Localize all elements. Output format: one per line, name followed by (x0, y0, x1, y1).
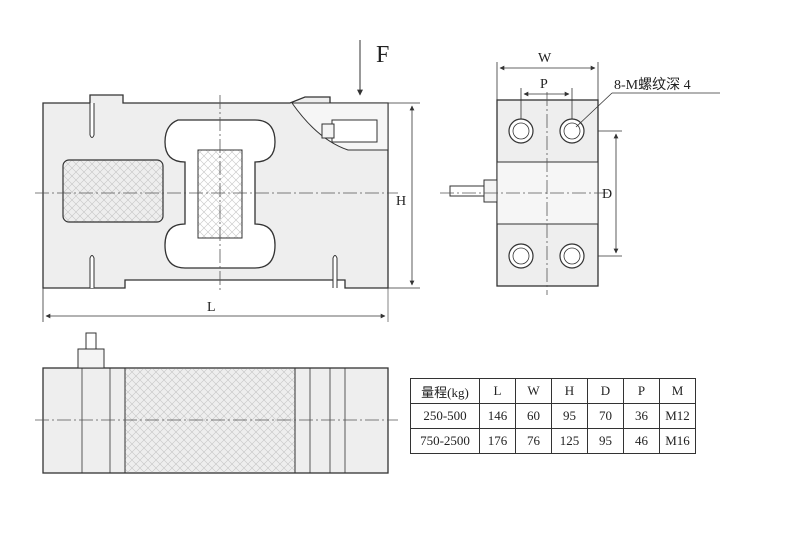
table-cell: 46 (623, 428, 660, 454)
table-row: 750-2500 176 76 125 95 46 M16 (410, 428, 696, 454)
table-cell: 146 (479, 403, 516, 429)
table-cell: M12 (659, 403, 696, 429)
mount-holes-top (508, 118, 585, 144)
top-view (35, 332, 398, 474)
cable-gland (483, 179, 498, 203)
slot-top-left (89, 103, 95, 138)
force-insert (331, 119, 378, 143)
slot-bottom-left (89, 255, 95, 288)
force-insert-inner (321, 123, 335, 139)
table-cell: 95 (551, 403, 588, 429)
front-view: F H L (35, 40, 420, 322)
table-cell: 250-500 (410, 403, 480, 429)
table-cell: 750-2500 (410, 428, 480, 454)
side-view: W P 8-M螺纹深 4 D (440, 51, 720, 295)
table-header-cell: D (587, 378, 624, 404)
table-header-cell: L (479, 378, 516, 404)
table-cell: 60 (515, 403, 552, 429)
mount-holes-bottom (508, 243, 585, 269)
table-cell: M16 (659, 428, 696, 454)
cable (449, 185, 485, 197)
top-gauge-area (124, 367, 296, 474)
table-cell: 176 (479, 428, 516, 454)
slot-bottom-right (332, 255, 338, 288)
table-cell: 70 (587, 403, 624, 429)
spec-table: 量程(kg) L W H D P M 250-500 146 60 95 70 … (410, 378, 696, 454)
gauge-pocket (62, 159, 164, 223)
table-header-cell: P (623, 378, 660, 404)
table-cell: 125 (551, 428, 588, 454)
table-cell: 76 (515, 428, 552, 454)
top-cable-gland (77, 348, 105, 369)
table-cell: 95 (587, 428, 624, 454)
table-header-row: 量程(kg) L W H D P M (410, 378, 696, 404)
height-label: H (396, 194, 406, 209)
width-label: W (538, 51, 552, 66)
depth-label: D (602, 187, 612, 202)
pitch-label: P (540, 77, 548, 92)
table-header-cell: 量程(kg) (410, 378, 480, 404)
force-label: F (376, 42, 389, 68)
hole-callout: 8-M螺纹深 4 (614, 77, 691, 93)
top-cable (85, 332, 97, 350)
length-label: L (207, 300, 216, 315)
hole-leader (575, 92, 613, 128)
table-header-cell: H (551, 378, 588, 404)
table-cell: 36 (623, 403, 660, 429)
table-header-cell: M (659, 378, 696, 404)
table-header-cell: W (515, 378, 552, 404)
table-row: 250-500 146 60 95 70 36 M12 (410, 403, 696, 429)
